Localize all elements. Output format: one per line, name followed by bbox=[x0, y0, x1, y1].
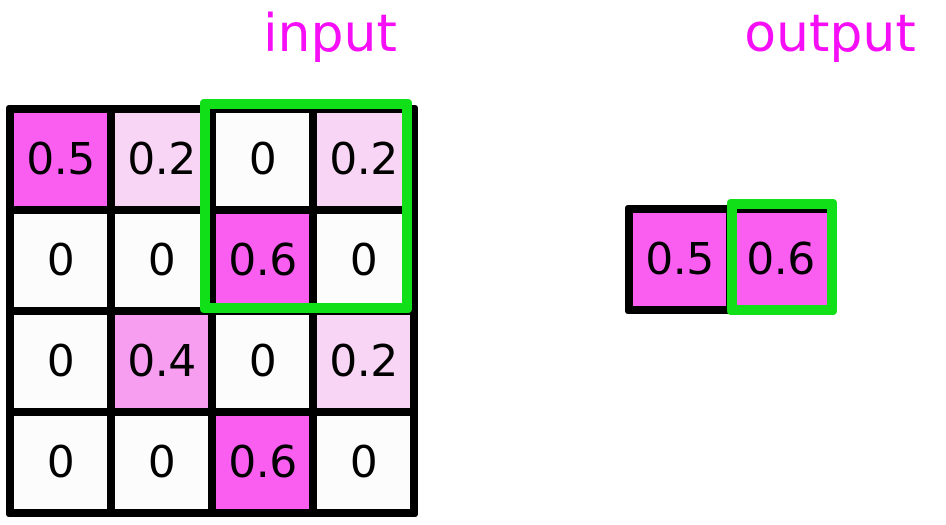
input-cell-r1-c2: 0.2 bbox=[115, 113, 208, 206]
input-cell-r4-c3: 0.6 bbox=[216, 416, 309, 509]
output-cell-r1-c2: 0.6 bbox=[734, 213, 827, 306]
input-title: input bbox=[263, 4, 397, 64]
input-cell-r3-c3: 0 bbox=[216, 315, 309, 408]
input-cell-r1-c4: 0.2 bbox=[317, 113, 410, 206]
input-cell-r3-c1: 0 bbox=[14, 315, 107, 408]
input-cell-r3-c4: 0.2 bbox=[317, 315, 410, 408]
input-cell-r2-c2: 0 bbox=[115, 214, 208, 307]
input-cell-r2-c4: 0 bbox=[317, 214, 410, 307]
input-cell-r2-c3: 0.6 bbox=[216, 214, 309, 307]
input-cell-r4-c2: 0 bbox=[115, 416, 208, 509]
input-cell-r4-c1: 0 bbox=[14, 416, 107, 509]
input-cell-r3-c2: 0.4 bbox=[115, 315, 208, 408]
input-cell-r2-c1: 0 bbox=[14, 214, 107, 307]
output-title: output bbox=[744, 4, 916, 64]
input-cell-r1-c1: 0.5 bbox=[14, 113, 107, 206]
output-cell-r1-c1: 0.5 bbox=[633, 213, 726, 306]
input-cell-r4-c4: 0 bbox=[317, 416, 410, 509]
input-cell-r1-c3: 0 bbox=[216, 113, 309, 206]
